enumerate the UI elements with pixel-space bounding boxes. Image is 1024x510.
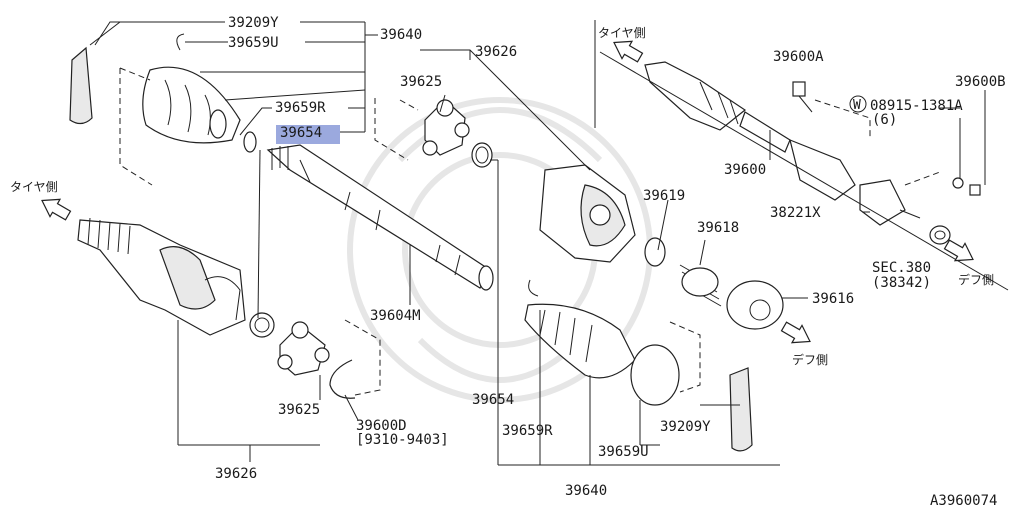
label-39618[interactable]: 39618 <box>697 220 739 236</box>
label-tire-side-left: タイヤ側 <box>10 180 58 194</box>
outer-joint-housing[interactable] <box>77 217 246 336</box>
boot-band-right[interactable] <box>630 344 680 406</box>
leader-lines <box>94 20 1009 466</box>
bolt-39600a[interactable] <box>792 81 813 113</box>
direction-arrow-icon <box>41 198 72 221</box>
dashed-box-center <box>374 98 701 393</box>
boot-band-large-right[interactable] <box>729 367 753 452</box>
washer-small[interactable] <box>952 177 964 189</box>
label-tire-side-right: タイヤ側 <box>598 26 646 40</box>
ring-39619[interactable] <box>644 237 666 267</box>
label-08915-qty: (6) <box>872 112 897 128</box>
label-39659u-left[interactable]: 39659U <box>228 35 279 51</box>
snap-ring-lower[interactable] <box>249 312 275 338</box>
direction-arrow-icon <box>613 40 644 63</box>
boot-band-large-left[interactable] <box>69 21 121 125</box>
label-39625-bottom[interactable]: 39625 <box>278 402 320 418</box>
label-39654-bottom[interactable]: 39654 <box>472 392 514 408</box>
label-39659r-bottom[interactable]: 39659R <box>502 423 553 439</box>
label-39600d-range: [9310-9403] <box>356 432 449 448</box>
label-sec380[interactable]: SEC.380 <box>872 260 931 276</box>
label-39604m[interactable]: 39604M <box>370 308 421 324</box>
seal-sec380[interactable] <box>929 225 951 245</box>
label-39600[interactable]: 39600 <box>724 162 766 178</box>
label-diff-side-right: デフ側 <box>958 272 994 287</box>
label-39640-top[interactable]: 39640 <box>380 27 422 43</box>
direction-arrow-icon <box>943 239 974 262</box>
label-sec380-ref: (38342) <box>872 275 931 291</box>
label-39625-top[interactable]: 39625 <box>400 74 442 90</box>
label-39600b[interactable]: 39600B <box>955 74 1006 90</box>
label-39600d[interactable]: 39600D <box>356 418 407 434</box>
snap-ring-center[interactable] <box>471 142 493 168</box>
drive-shaft[interactable] <box>266 144 494 291</box>
label-39626-top[interactable]: 39626 <box>475 44 517 60</box>
boot-band-small-left[interactable] <box>209 109 227 139</box>
label-39600a[interactable]: 39600A <box>773 49 824 65</box>
shaft-assembly-39600[interactable] <box>644 61 856 201</box>
diagram-id: A3960074 <box>930 493 997 509</box>
direction-arrow-icon <box>780 321 811 344</box>
label-diff-side-center: デフ側 <box>792 352 828 367</box>
label-39626-bottom[interactable]: 39626 <box>215 466 257 482</box>
label-39209y-right[interactable]: 39209Y <box>660 419 711 435</box>
boot-right[interactable] <box>524 279 636 379</box>
label-39659r-left[interactable]: 39659R <box>275 100 326 116</box>
label-39640-bottom[interactable]: 39640 <box>565 483 607 499</box>
label-38221x[interactable]: 38221X <box>770 205 821 221</box>
nut-39600b[interactable] <box>969 184 981 196</box>
shaft-highlight-part[interactable] <box>276 125 340 144</box>
label-08915-1381a[interactable]: 08915-1381A <box>870 98 963 114</box>
flange-38221x[interactable] <box>859 179 921 226</box>
label-39659u-bottom[interactable]: 39659U <box>598 444 649 460</box>
label-39209y-left[interactable]: 39209Y <box>228 15 279 31</box>
label-39619[interactable]: 39619 <box>643 188 685 204</box>
tripod-joint-left[interactable] <box>277 321 330 376</box>
snap-ring-left[interactable] <box>243 131 257 153</box>
dashed-box-right <box>814 99 941 186</box>
washer-symbol-icon <box>849 95 867 113</box>
label-39616[interactable]: 39616 <box>812 291 854 307</box>
circlip-39600d[interactable] <box>329 359 356 399</box>
label-39654-highlighted[interactable]: 39654 <box>280 125 322 141</box>
tripod-joint-upper[interactable] <box>422 99 470 156</box>
label-w-symbol: W <box>853 98 861 113</box>
dust-cover-39616[interactable] <box>726 280 784 330</box>
dashed-box-left <box>119 67 381 396</box>
inner-joint-housing[interactable] <box>539 164 636 263</box>
spring-39618[interactable] <box>679 264 722 307</box>
